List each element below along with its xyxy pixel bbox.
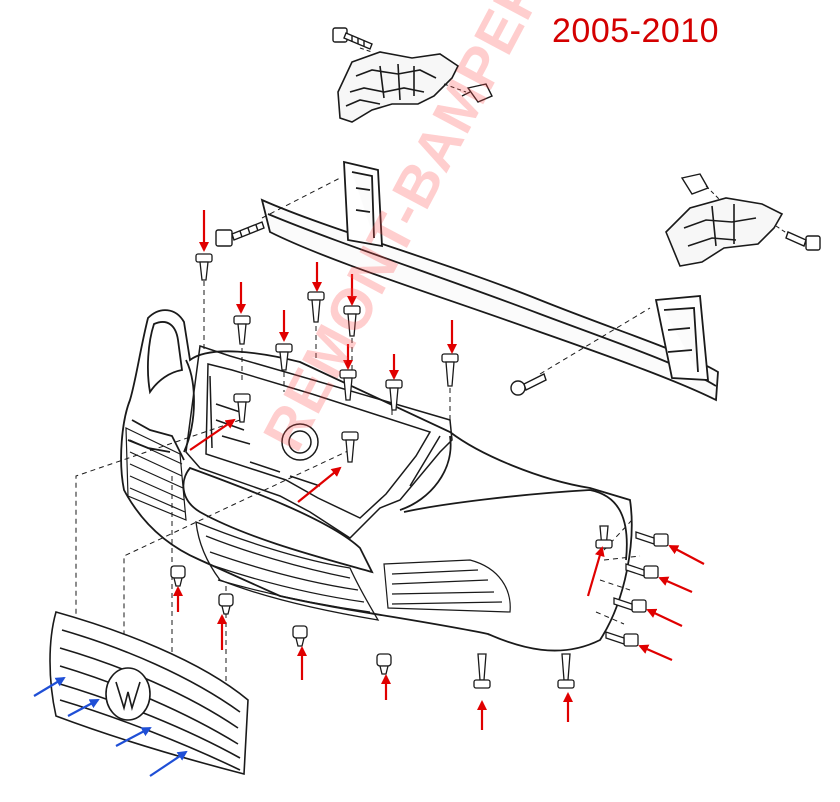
front-grille	[49, 611, 249, 776]
beam-dash-line-right	[539, 307, 651, 375]
red-arrow	[586, 546, 605, 597]
red-arrow	[638, 644, 673, 662]
side-screws	[595, 525, 669, 647]
fog-grille-right	[383, 559, 511, 613]
upper-mount-bracket	[337, 51, 460, 123]
lower-clips	[170, 565, 575, 689]
side-bracket-bolt	[785, 231, 821, 251]
top-clip	[461, 83, 493, 103]
beam-dash-line	[261, 177, 341, 219]
side-bracket-dash	[705, 185, 789, 235]
bumper-reinforcement-beam	[260, 160, 719, 402]
blue-arrow	[67, 699, 100, 717]
fog-grille-left	[125, 427, 187, 521]
red-arrow	[189, 418, 236, 451]
red-arrow	[668, 545, 705, 565]
beam-bolt-right	[510, 373, 547, 396]
lower-grille	[195, 520, 380, 621]
grille-blue-arrows	[33, 676, 188, 777]
side-bracket-right	[665, 197, 784, 267]
top-dash-line	[359, 47, 467, 93]
upper-screws	[195, 253, 459, 463]
blue-arrow	[115, 727, 152, 747]
blue-arrow	[33, 676, 66, 697]
blue-arrow	[149, 750, 188, 777]
side-bracket-clip	[680, 173, 710, 195]
red-arrow	[646, 608, 683, 627]
red-arrow	[297, 466, 342, 503]
red-arrow	[658, 576, 693, 594]
year-range-label: 2005-2010	[552, 12, 720, 50]
top-bolt	[332, 27, 373, 50]
beam-bolt-left	[215, 221, 265, 247]
fastener-red-arrows	[173, 210, 705, 730]
